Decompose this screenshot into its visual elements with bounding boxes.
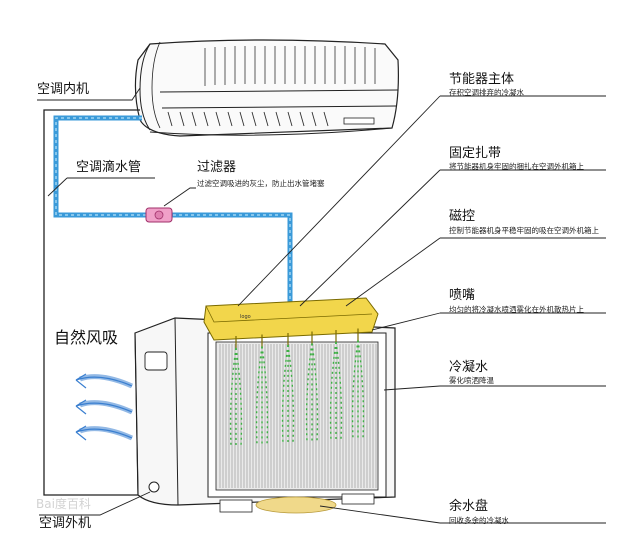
strap-title: 固定扎带: [449, 146, 502, 161]
filter-drawing: [145, 207, 173, 223]
condensate-desc: 雾化喷洒降温: [449, 376, 494, 385]
drip-pipe-label: 空调滴水管: [76, 160, 142, 175]
magnet-desc: 控制节能器机身平稳牢固的吸在空调外机箱上: [449, 226, 599, 235]
strap-desc: 将节能器机身牢固的捆扎在空调外机箱上: [449, 162, 584, 171]
nozzles-drawing: [235, 328, 359, 348]
indoor-unit-label: 空调内机: [37, 82, 90, 97]
tray-desc: 回收多余的冷凝水: [449, 516, 509, 525]
drip-pipe-drawing: [53, 115, 293, 302]
natural-intake-label: 自然风吸: [54, 328, 119, 347]
nozzle-desc: 均匀的将冷凝水喷洒雾化在外机散热片上: [449, 305, 584, 314]
tray-title: 余水盘: [449, 499, 489, 514]
saver-body-desc: 存积空调排弃的冷凝水: [449, 88, 524, 97]
indoor-unit-drawing: [134, 39, 399, 137]
svg-text:logo: logo: [240, 314, 251, 320]
drain-tray-drawing: [255, 496, 337, 514]
magnet-title: 磁控: [449, 209, 476, 224]
saver-body-title: 节能器主体: [449, 72, 515, 87]
watermark: Bai度百科: [36, 497, 91, 511]
saver-body-drawing: logo: [203, 297, 379, 341]
outdoor-unit-label: 空调外机: [39, 516, 92, 531]
connection-line: [43, 109, 150, 496]
filter-desc-label: 过滤空调吸进的灰尘，防止出水管堵塞: [197, 179, 325, 188]
condensate-title: 冷凝水: [449, 360, 489, 375]
nozzle-title: 喷嘴: [449, 288, 476, 303]
outdoor-unit-drawing: [134, 317, 396, 513]
filter-title-label: 过滤器: [197, 160, 237, 175]
